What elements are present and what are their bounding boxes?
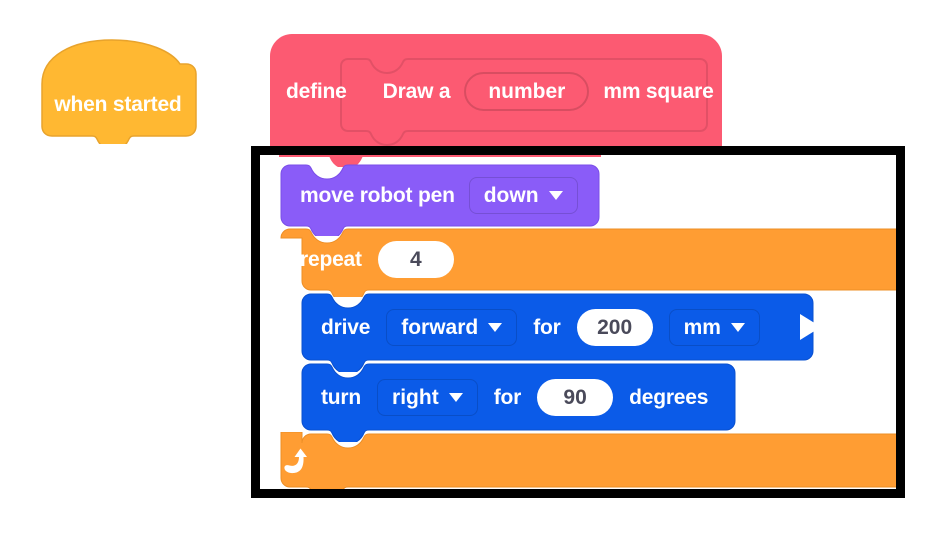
drive-connector-label: for — [533, 315, 561, 339]
drive-label: drive — [321, 315, 371, 339]
chevron-down-icon — [488, 322, 503, 332]
move-robot-pen-label: move robot pen — [300, 184, 455, 207]
turn-direction-value: right — [392, 385, 439, 409]
turn-units-label: degrees — [629, 385, 709, 409]
drive-units-value: mm — [683, 315, 721, 339]
define-prototype-suffix: mm square — [603, 79, 714, 103]
hat-block-shape — [41, 39, 197, 144]
define-parameter-number[interactable]: number — [464, 71, 590, 111]
repeat-footer-shape — [280, 432, 896, 489]
chevron-down-icon — [448, 392, 463, 402]
chevron-down-icon — [730, 322, 745, 332]
drive-block[interactable]: drive forward for 200 mm — [300, 292, 821, 372]
define-keyword: define — [286, 79, 347, 103]
turn-label: turn — [321, 385, 362, 409]
when-started-label: when started — [54, 92, 182, 116]
define-prototype-prefix: Draw a — [382, 79, 451, 103]
pen-position-value: down — [483, 184, 539, 207]
define-block-stub — [279, 155, 601, 167]
turn-connector-label: for — [493, 385, 522, 409]
define-block[interactable]: define Draw a number mm square — [268, 32, 724, 156]
highlight-frame: move robot pen down repeat 4 — [251, 146, 905, 498]
loop-arrow-icon — [284, 448, 307, 474]
drive-units-dropdown[interactable]: mm — [668, 308, 760, 346]
chevron-down-icon — [548, 191, 563, 200]
turn-angle-input[interactable]: 90 — [537, 378, 614, 416]
turn-direction-dropdown[interactable]: right — [377, 378, 478, 416]
drive-direction-dropdown[interactable]: forward — [386, 308, 518, 346]
drive-direction-value: forward — [401, 315, 479, 339]
move-robot-pen-block[interactable]: move robot pen down — [279, 164, 601, 236]
frame-inner-canvas: move robot pen down repeat 4 — [260, 155, 896, 489]
drive-distance-input[interactable]: 200 — [576, 308, 653, 346]
repeat-block-footer[interactable] — [279, 432, 896, 489]
turn-block[interactable]: turn right for 90 degrees — [300, 362, 764, 442]
play-icon[interactable] — [742, 384, 764, 410]
pen-position-dropdown[interactable]: down — [468, 177, 578, 214]
repeat-count-input[interactable]: 4 — [377, 241, 454, 278]
define-prototype: Draw a number mm square — [363, 60, 734, 122]
when-started-block[interactable]: when started — [38, 38, 198, 144]
play-icon[interactable] — [799, 314, 821, 340]
repeat-label: repeat — [300, 248, 362, 271]
repeat-block-header[interactable]: repeat 4 — [279, 227, 896, 297]
